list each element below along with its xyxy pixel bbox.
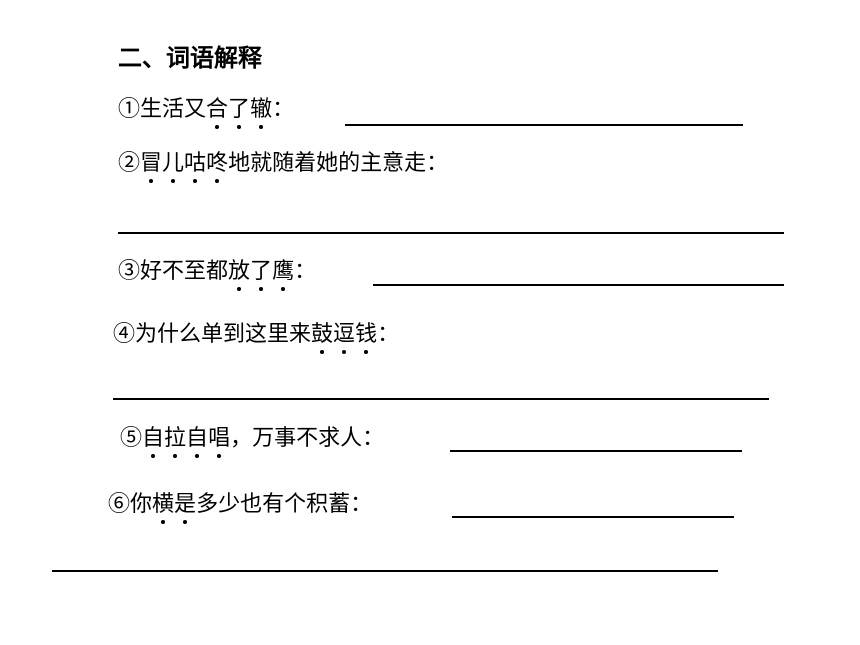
question-2-text-after: 地就随着她的主意走： [228,151,449,176]
question-6: ⑥你横是多少也有个积蓄： [108,491,372,519]
question-4-number: ④ [113,322,136,347]
answer-line-6a[interactable] [452,516,734,518]
emphasis-dotted-char: 是 [174,492,197,517]
question-5-marked-term: 自拉自唱 [142,426,230,451]
question-6-text-after: 多少也有个积蓄： [196,492,373,517]
emphasis-dotted-char: 自 [142,426,165,451]
emphasis-dotted-char: 自 [186,426,209,451]
question-2-number: ② [118,151,141,176]
section-title: 二、词语解释 [118,44,262,72]
answer-line-2[interactable] [118,232,784,234]
emphasis-dotted-char: 唱 [208,426,231,451]
question-3-text-before: 好不至都 [140,259,229,284]
emphasis-dotted-char: 咕 [184,151,207,176]
question-6-marked-term: 横是 [152,492,196,517]
question-2: ②冒儿咕咚地就随着她的主意走： [118,150,448,178]
question-1-text-before: 生活又 [140,97,207,122]
question-1: ①生活又合了辙： [118,96,294,124]
question-3-colon: ： [294,259,317,284]
answer-line-4[interactable] [113,398,769,400]
answer-line-1[interactable] [345,124,743,126]
question-5: ⑤自拉自唱，万事不求人： [120,425,384,453]
question-1-marked-term: 合了辙 [206,97,272,122]
emphasis-dotted-char: 咚 [206,151,229,176]
question-3-marked-term: 放了鹰 [228,259,294,284]
question-4-text-before: 为什么单到这里来 [135,322,312,347]
question-4-marked-term: 鼓逗钱 [311,322,377,347]
answer-line-5[interactable] [450,450,742,452]
question-4-colon: ： [377,322,400,347]
question-4: ④为什么单到这里来鼓逗钱： [113,321,399,349]
emphasis-dotted-char: 拉 [164,426,187,451]
answer-line-3[interactable] [373,284,784,286]
question-6-number: ⑥ [108,492,131,517]
question-2-marked-term: 冒儿咕咚 [140,151,228,176]
emphasis-dotted-char: 逗 [333,322,356,347]
question-3: ③好不至都放了鹰： [118,258,316,286]
question-5-number: ⑤ [120,426,143,451]
emphasis-dotted-char: 横 [152,492,175,517]
emphasis-dotted-char: 了 [250,259,273,284]
emphasis-dotted-char: 合 [206,97,229,122]
emphasis-dotted-char: 鹰 [272,259,295,284]
question-3-number: ③ [118,259,141,284]
emphasis-dotted-char: 辙 [250,97,273,122]
emphasis-dotted-char: 放 [228,259,251,284]
question-1-colon: ： [272,97,295,122]
emphasis-dotted-char: 钱 [355,322,378,347]
question-1-number: ① [118,97,141,122]
emphasis-dotted-char: 鼓 [311,322,334,347]
question-5-text-after: ，万事不求人： [230,426,385,451]
emphasis-dotted-char: 儿 [162,151,185,176]
question-6-text-before: 你 [130,492,153,517]
answer-line-6b[interactable] [52,570,718,572]
emphasis-dotted-char: 冒 [140,151,163,176]
emphasis-dotted-char: 了 [228,97,251,122]
